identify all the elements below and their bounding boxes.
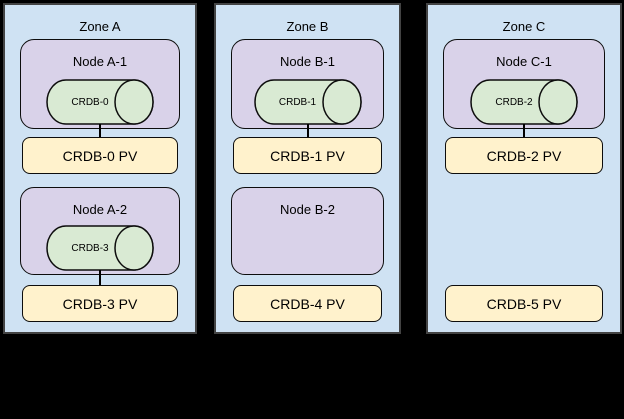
crdb-2-label: CRDB-2 — [495, 96, 533, 108]
node-a1-label: Node A-1 — [72, 54, 128, 69]
zone-c: Zone C Node C-1 CRDB-2 CRDB-2 PV CRDB-5 … — [426, 3, 622, 334]
crdb-1-pv-box: CRDB-1 PV — [233, 137, 382, 174]
node-c1: Node C-1 CRDB-2 — [443, 39, 605, 129]
crdb-1-pv-label: CRDB-1 PV — [270, 147, 345, 164]
connector-line-c1-pv — [523, 124, 525, 138]
node-a2-label: Node A-2 — [72, 202, 128, 217]
connector-line-a1-pv — [99, 124, 101, 138]
crdb-0-pv-box: CRDB-0 PV — [22, 137, 178, 174]
cylinder-shape-icon — [253, 79, 362, 125]
connector-line-a2-pv — [99, 270, 101, 286]
crdb-1-label: CRDB-1 — [278, 96, 317, 108]
node-b2: Node B-2 — [231, 187, 384, 275]
crdb-0-cylinder: CRDB-0 — [46, 79, 154, 125]
crdb-2-pv-label: CRDB-2 PV — [486, 147, 562, 164]
crdb-5-pv-label: CRDB-5 PV — [486, 295, 562, 312]
zone-a: Zone A Node A-1 CRDB-0 CRDB-0 PV Node A-… — [3, 3, 197, 334]
node-c1-label: Node C-1 — [496, 54, 552, 69]
crdb-3-pv-box: CRDB-3 PV — [22, 285, 178, 322]
crdb-2-cylinder: CRDB-2 — [470, 79, 578, 125]
crdb-5-pv-box: CRDB-5 PV — [445, 285, 603, 322]
cylinder-shape-icon — [46, 79, 154, 125]
zone-b-title: Zone B — [286, 19, 329, 34]
cylinder-shape-icon — [46, 225, 154, 271]
node-b1: Node B-1 CRDB-1 — [231, 39, 384, 129]
node-b2-label: Node B-2 — [280, 202, 335, 217]
connector-line-b1-pv — [306, 124, 309, 138]
crdb-0-pv-label: CRDB-0 PV — [62, 147, 138, 164]
crdb-1-cylinder: CRDB-1 — [253, 79, 362, 125]
node-a2: Node A-2 CRDB-3 — [20, 187, 180, 275]
node-a1: Node A-1 CRDB-0 — [20, 39, 180, 129]
crdb-3-label: CRDB-3 — [71, 242, 109, 254]
crdb-4-pv-box: CRDB-4 PV — [233, 285, 382, 322]
node-b1-label: Node B-1 — [280, 54, 335, 69]
cylinder-shape-icon — [470, 79, 578, 125]
crdb-3-cylinder: CRDB-3 — [46, 225, 154, 271]
crdb-0-label: CRDB-0 — [71, 96, 109, 108]
crdb-4-pv-label: CRDB-4 PV — [270, 295, 345, 312]
crdb-2-pv-box: CRDB-2 PV — [445, 137, 603, 174]
zone-a-title: Zone A — [79, 19, 121, 34]
zone-c-title: Zone C — [502, 19, 546, 34]
zone-b: Zone B Node B-1 CRDB-1 CRDB-1 PV Node B-… — [214, 3, 401, 334]
crdb-3-pv-label: CRDB-3 PV — [62, 295, 138, 312]
